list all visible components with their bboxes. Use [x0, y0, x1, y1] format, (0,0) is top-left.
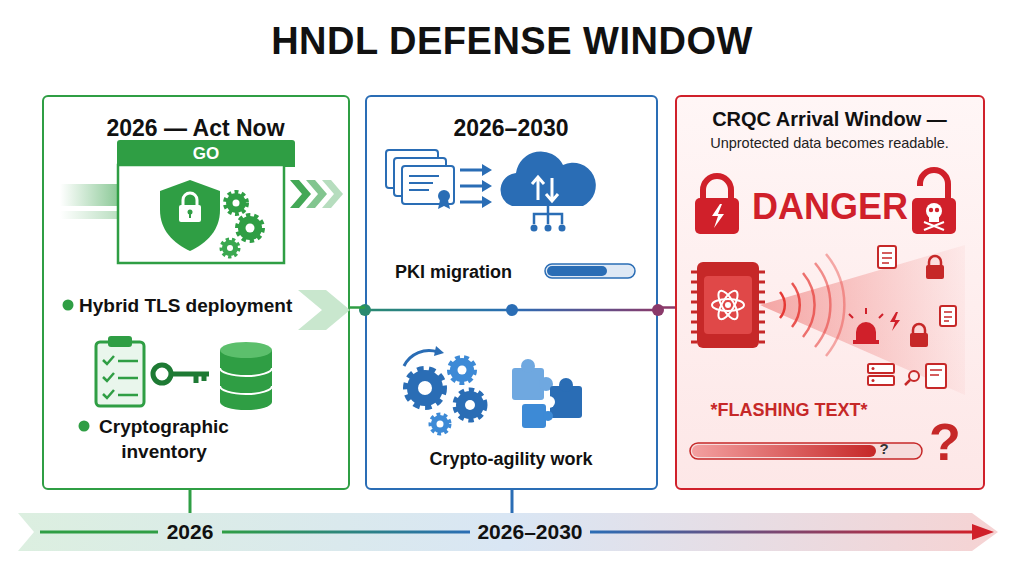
go-label: GO [117, 140, 295, 167]
timeline-tick [511, 490, 514, 514]
timeline-link [350, 306, 365, 309]
action-item: Hybrid TLS deployment [79, 295, 341, 318]
diagram-title: HNDL DEFENSE WINDOW [0, 20, 1024, 63]
timeline-band [40, 531, 158, 534]
timeline-band [972, 524, 994, 540]
phase-panel: 2026–2030PKI migrationCrypto-agility wor… [365, 95, 658, 490]
timeline-tick [189, 490, 192, 514]
progress-unknown: ? [874, 440, 894, 458]
timeline-year: 2026 [150, 519, 230, 544]
phase-heading: 2026–2030 [367, 115, 655, 143]
flashing-notice: *FLASHING TEXT* [689, 400, 889, 422]
workstream-item: Crypto-agility work [367, 449, 655, 471]
timeline-band [222, 531, 470, 534]
question-mark: ? [918, 416, 972, 468]
window-heading: CRQC Arrival Window — [677, 107, 982, 131]
window-subtitle: Unprotected data becomes readable. [677, 135, 982, 152]
timeline-band [18, 513, 998, 551]
workstream-item: PKI migration [395, 262, 545, 284]
phase-panel: GO2026 — Act NowHybrid TLS deploymentCry… [42, 95, 350, 490]
timeline-band [590, 531, 975, 534]
action-item: Cryptographic inventory [84, 415, 244, 464]
go-banner: GO [117, 140, 295, 167]
timeline-link [658, 306, 675, 309]
phase-heading: 2026 — Act Now [44, 115, 347, 143]
timeline-range: 2026–2030 [455, 519, 605, 544]
timeline-band [18, 513, 998, 551]
danger-banner: DANGER [735, 185, 925, 228]
timeline-tick [190, 490, 512, 514]
